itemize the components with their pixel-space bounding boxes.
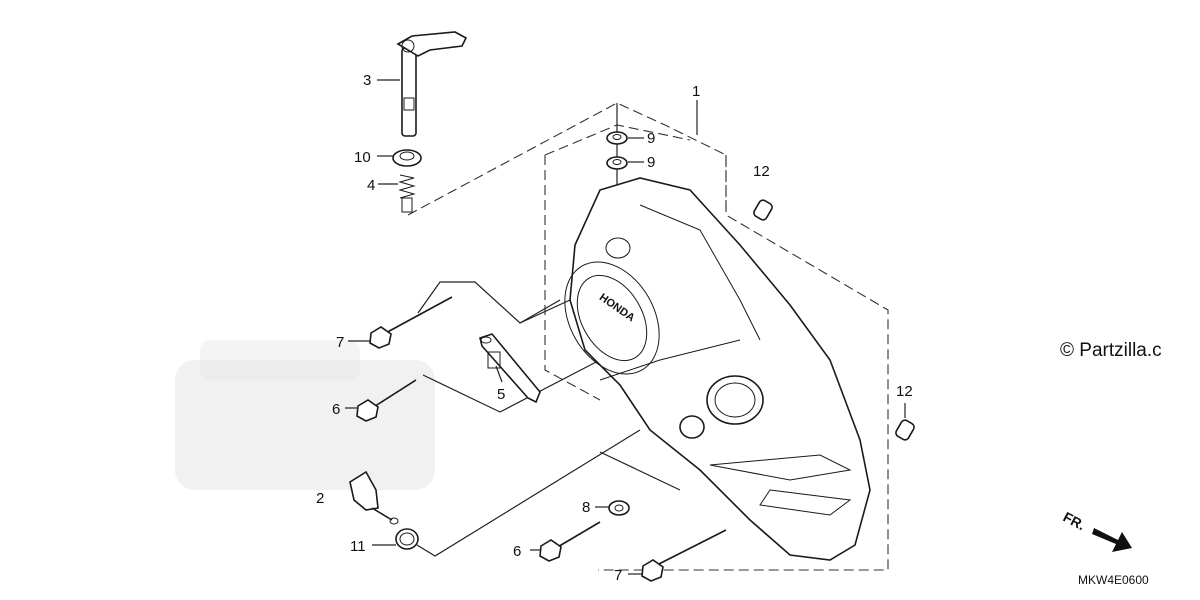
- drawing-code: MKW4E0600: [1078, 573, 1149, 587]
- oil-filler-cap: [349, 470, 399, 525]
- callout-4: 4: [367, 177, 375, 194]
- front-label: FR.: [1061, 509, 1088, 534]
- callout-9-upper: 9: [647, 130, 655, 147]
- callout-12-upper: 12: [753, 163, 770, 180]
- bolt-long-lower: [641, 529, 727, 582]
- callout-8: 8: [582, 499, 590, 516]
- callout-6-lower: 6: [513, 543, 521, 560]
- partzilla-watermark: © Partzilla.c: [1060, 340, 1162, 361]
- callout-11: 11: [350, 538, 366, 555]
- callout-10: 10: [354, 149, 371, 166]
- callout-2: 2: [316, 490, 324, 507]
- callout-7-upper: 7: [336, 334, 344, 351]
- bolt-long-upper: [369, 296, 453, 349]
- callout-12-lower: 12: [896, 383, 913, 400]
- o-ring: [395, 528, 419, 550]
- dowel-pin-lower: [895, 419, 915, 441]
- front-arrow-icon: [1092, 528, 1132, 552]
- callout-7-lower: 7: [614, 567, 622, 584]
- bolt-short-lower: [539, 521, 601, 562]
- clamp: [479, 333, 541, 404]
- callout-6-upper: 6: [332, 401, 340, 418]
- collar-upper: [606, 131, 628, 145]
- callout-leaders: [345, 79, 906, 575]
- washer: [608, 500, 630, 516]
- dowel-pin-upper: [753, 199, 773, 221]
- callout-9-lower: 9: [647, 154, 655, 171]
- background-stipple: [175, 340, 435, 490]
- front-direction-indicator: FR.: [1061, 509, 1132, 552]
- callout-1: 1: [692, 83, 700, 100]
- oil-seal: [392, 149, 422, 167]
- collar-lower: [606, 156, 628, 170]
- shift-shaft: [396, 31, 468, 137]
- bolt-short-upper: [356, 379, 417, 422]
- callout-5: 5: [497, 386, 505, 403]
- callout-3: 3: [363, 72, 371, 89]
- spring: [398, 174, 416, 213]
- crankcase-cover: HONDA: [564, 177, 871, 561]
